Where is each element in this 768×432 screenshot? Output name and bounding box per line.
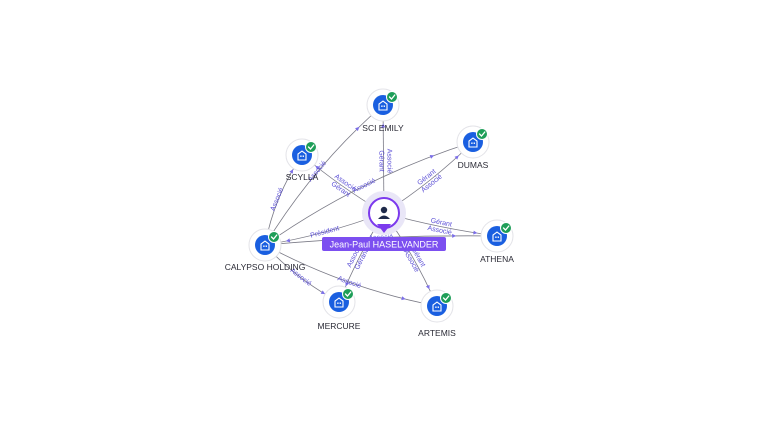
edge-arrow bbox=[473, 230, 478, 235]
company-label: CALYPSO HOLDING bbox=[225, 262, 306, 272]
building-icon bbox=[492, 231, 502, 242]
edge-arrow bbox=[452, 233, 457, 238]
verified-check-icon bbox=[500, 222, 512, 234]
company-label: DUMAS bbox=[458, 160, 489, 170]
company-node-calypso[interactable]: CALYPSO HOLDING bbox=[225, 228, 306, 272]
edge-calypso-artemis bbox=[264, 244, 438, 307]
company-node-scylla[interactable]: SCYLLA bbox=[285, 138, 319, 182]
company-node-mercure[interactable]: MERCURE bbox=[318, 285, 361, 331]
edge-label: Gérant bbox=[377, 150, 384, 172]
edge-arrow bbox=[401, 296, 406, 301]
edge-arrow bbox=[355, 126, 360, 132]
company-node-dumas[interactable]: DUMAS bbox=[456, 125, 490, 170]
center-person-node[interactable]: Jean-Paul HASELVANDER bbox=[322, 191, 446, 251]
edge-arrow bbox=[285, 238, 291, 243]
verified-check-icon bbox=[342, 288, 354, 300]
building-icon bbox=[334, 297, 344, 308]
company-node-athena[interactable]: ATHENA bbox=[480, 219, 514, 264]
edge-arrow bbox=[425, 284, 430, 290]
verified-check-icon bbox=[440, 292, 452, 304]
edge-arrow bbox=[345, 281, 350, 287]
edge-arrow bbox=[429, 154, 435, 159]
edge-arrow bbox=[381, 123, 386, 128]
edge-label: Associé bbox=[427, 225, 453, 237]
verified-check-icon bbox=[386, 91, 398, 103]
edge-arrow bbox=[320, 290, 326, 295]
company-label: MERCURE bbox=[318, 321, 361, 331]
verified-check-icon bbox=[268, 231, 280, 243]
verified-check-icon bbox=[476, 128, 488, 140]
company-node-sci-emily[interactable]: SCI EMILY bbox=[362, 88, 404, 133]
edge-label: Associé bbox=[385, 149, 392, 174]
building-icon bbox=[260, 240, 270, 251]
edge-arrow bbox=[315, 165, 320, 170]
edge-label: Associé bbox=[352, 177, 377, 194]
edge-calypso-sci-emily bbox=[264, 104, 384, 246]
company-node-artemis[interactable]: ARTEMIS bbox=[418, 289, 456, 338]
center-person-label: Jean-Paul HASELVANDER bbox=[330, 240, 439, 250]
company-label: SCYLLA bbox=[286, 172, 319, 182]
company-label: ATHENA bbox=[480, 254, 514, 264]
edge-arrow bbox=[289, 169, 294, 174]
edge-arrow bbox=[454, 155, 459, 160]
graph-nodes: SCI EMILY DUMAS SCYLLA ATHENA CALYPSO HOLDIN… bbox=[225, 88, 514, 338]
company-label: SCI EMILY bbox=[362, 123, 404, 133]
building-icon bbox=[468, 137, 478, 148]
edge-label: Associé bbox=[270, 187, 286, 212]
building-icon bbox=[297, 150, 307, 161]
company-label: ARTEMIS bbox=[418, 328, 456, 338]
person-icon bbox=[378, 206, 390, 219]
edge-label: Gérant bbox=[430, 218, 452, 229]
edge-calypso-dumas bbox=[264, 141, 474, 246]
verified-check-icon bbox=[305, 141, 317, 153]
building-icon bbox=[432, 301, 442, 312]
building-icon bbox=[378, 100, 388, 111]
